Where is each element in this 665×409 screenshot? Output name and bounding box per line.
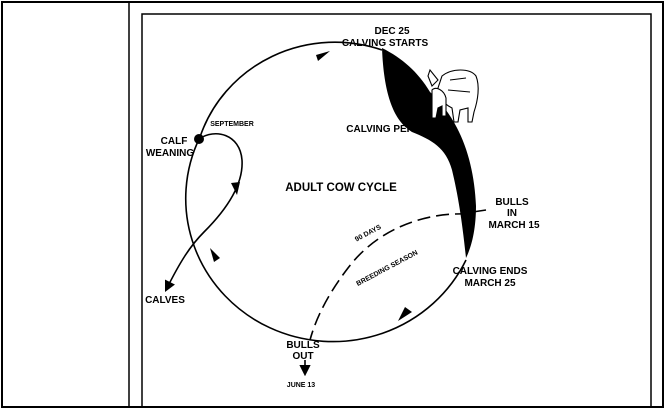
- arrow-top: [316, 51, 330, 61]
- label-breeding-season: BREEDING SEASON: [355, 250, 419, 288]
- label-calving-starts: CALVING STARTS: [342, 38, 429, 49]
- arrow-bottom-right: [398, 307, 412, 321]
- label-calves: CALVES: [145, 295, 185, 306]
- label-bulls-out-2: OUT: [292, 351, 313, 362]
- label-weaning: WEANING: [146, 148, 195, 159]
- label-calf: CALF: [161, 136, 188, 147]
- label-calving-ends-2: MARCH 25: [464, 278, 516, 289]
- label-bulls-out-1: BULLS: [286, 340, 320, 351]
- label-bulls-in-3: MARCH 15: [488, 220, 540, 231]
- label-calving-ends-1: CALVING ENDS: [453, 266, 528, 277]
- label-dec25: DEC 25: [374, 26, 409, 37]
- breeding-season-arc: [310, 214, 468, 340]
- label-bulls-in-2: IN: [507, 208, 517, 219]
- label-90-days: 90 DAYS: [354, 224, 383, 244]
- arrow-left: [210, 248, 220, 262]
- calf-loop-arrow: [231, 182, 240, 195]
- cow-and-calf-illustration: [428, 70, 478, 122]
- diagram-title: ADULT COW CYCLE: [285, 182, 397, 194]
- label-calving-period: CALVING PERIOD: [346, 124, 431, 135]
- label-september: SEPTEMBER: [210, 121, 254, 128]
- label-june13: JUNE 13: [287, 382, 316, 389]
- label-bulls-in-1: BULLS: [495, 197, 529, 208]
